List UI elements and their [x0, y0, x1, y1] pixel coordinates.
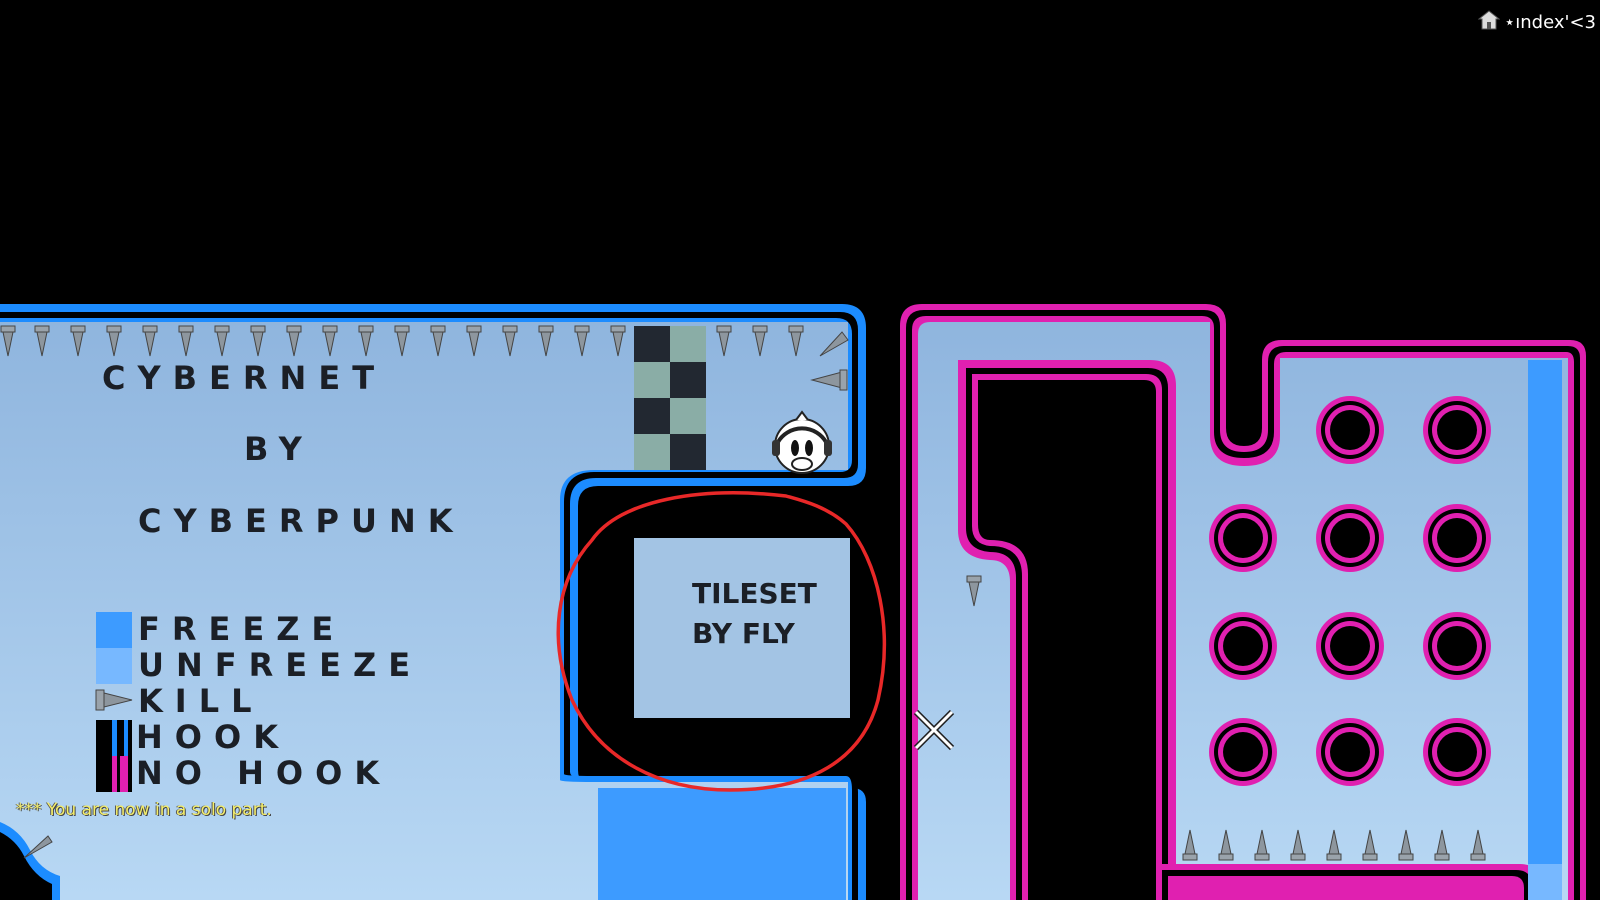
tileset-credit-sign: TILESET BY FLY — [634, 538, 850, 718]
legend-unfreeze-label: UNFREEZE — [138, 646, 422, 684]
legend-freeze-label: FREEZE — [138, 610, 345, 648]
map-author: CYBERPUNK — [138, 502, 465, 540]
player-nameplate: ⋆ındex'<3 — [1477, 10, 1596, 35]
map-title: CYBERNET — [102, 359, 386, 397]
corner-spike — [819, 331, 849, 357]
nohook-tile-swatch — [112, 756, 128, 792]
player-name: ⋆ındex'<3 — [1504, 12, 1596, 33]
spike-icon — [95, 689, 133, 711]
freeze-strip — [1528, 360, 1562, 864]
legend-nohook-label: NO HOOK — [136, 754, 391, 792]
crosshair-cursor — [913, 709, 955, 751]
freeze-area — [598, 788, 846, 900]
annotation-circle — [556, 491, 887, 792]
corner-spike-bottom — [23, 835, 53, 859]
chat-message: *** You are now in a solo part. — [16, 800, 272, 820]
map-by-label: BY — [244, 430, 314, 468]
legend-hook-label: HOOK — [136, 718, 290, 756]
freeze-tile-swatch — [96, 612, 132, 648]
house-icon — [1477, 10, 1501, 35]
right-room — [900, 304, 1586, 900]
unfreeze-tile-swatch — [96, 648, 132, 684]
map-credits: CYBERNET BY CYBERPUNK — [102, 359, 465, 540]
player-tee — [772, 410, 832, 474]
checker-tiles — [634, 326, 706, 470]
legend-kill-label: KILL — [138, 682, 263, 720]
tileset-credit-line2: BY FLY — [692, 617, 795, 650]
wall-spike — [810, 369, 848, 391]
map-legend: FREEZE UNFREEZE KILL HOOK NO HOOK — [95, 610, 422, 792]
tileset-credit-line1: TILESET — [692, 577, 817, 610]
